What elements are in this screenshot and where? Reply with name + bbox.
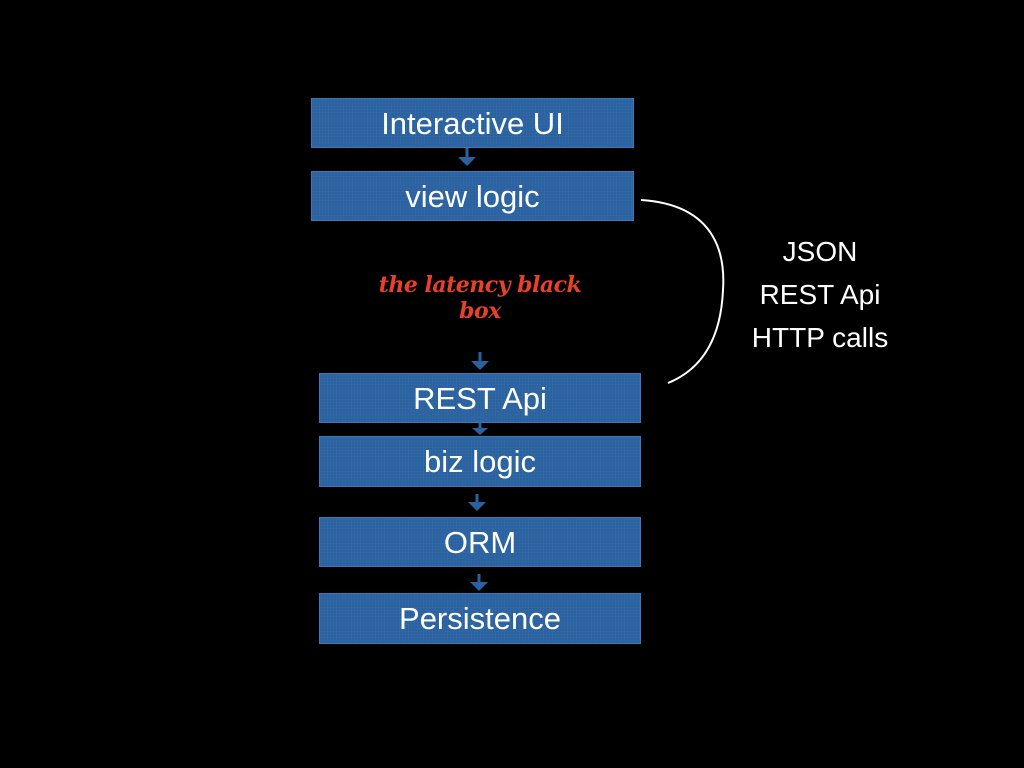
- arrow-biz-to-orm: [468, 494, 486, 511]
- persistence-box: Persistence: [319, 593, 641, 644]
- biz-logic-label: biz logic: [424, 444, 536, 479]
- connection-label: JSON REST Api HTTP calls: [720, 230, 920, 359]
- view-logic-box: view logic: [311, 171, 634, 221]
- arrow-ui-to-view: [458, 148, 476, 166]
- arrow-rest-to-biz: [472, 423, 488, 435]
- biz-logic-box: biz logic: [319, 436, 641, 487]
- arrow-latency-to-rest: [471, 352, 489, 370]
- connection-rest-label: REST Api: [759, 279, 881, 310]
- rest-api-label: REST Api: [413, 380, 547, 416]
- orm-box: ORM: [319, 517, 641, 567]
- persistence-label: Persistence: [399, 601, 561, 636]
- orm-label: ORM: [443, 524, 517, 560]
- view-logic-label: view logic: [405, 178, 540, 214]
- interactive-ui-label: Interactive UI: [381, 105, 564, 141]
- latency-black-box-label: the latency black box: [378, 272, 582, 324]
- connection-json-label: JSON: [782, 236, 858, 267]
- interactive-ui-box: Interactive UI: [311, 98, 634, 148]
- rest-api-box: REST Api: [319, 373, 641, 423]
- connection-http-label: HTTP calls: [751, 322, 889, 353]
- http-connection-curve: [640, 199, 725, 384]
- arrow-orm-to-persistence: [470, 574, 488, 591]
